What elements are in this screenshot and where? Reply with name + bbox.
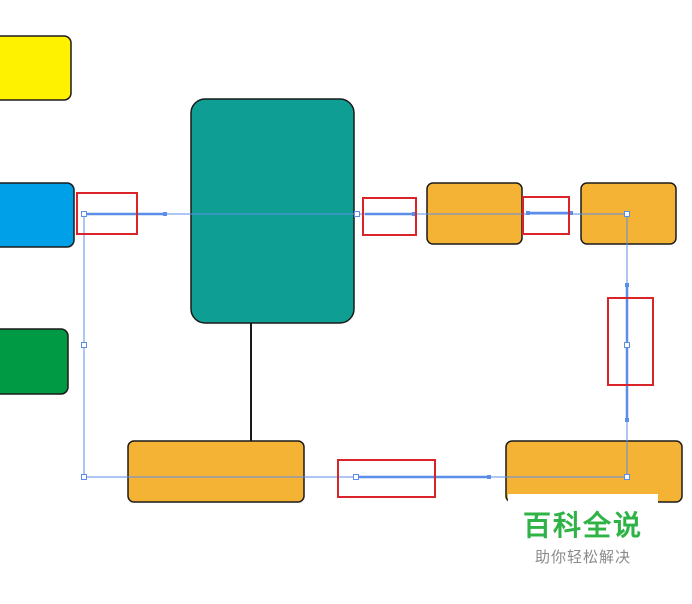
blue-box[interactable] (0, 182, 75, 248)
orange-box-bottom-right[interactable] (505, 440, 683, 503)
anchor-handle[interactable] (354, 211, 360, 217)
control-point[interactable] (487, 475, 491, 479)
anchor-handles[interactable] (81, 211, 630, 480)
control-point[interactable] (625, 283, 629, 287)
highlight-box-left (76, 192, 138, 235)
anchor-handle[interactable] (353, 474, 359, 480)
watermark-title: 百科全说 (522, 509, 643, 542)
control-points[interactable] (163, 211, 629, 479)
control-point[interactable] (569, 211, 573, 215)
control-point[interactable] (526, 211, 530, 215)
green-box[interactable] (0, 328, 69, 395)
anchor-handle[interactable] (81, 211, 87, 217)
control-point[interactable] (412, 212, 416, 216)
anchor-handle[interactable] (624, 211, 630, 217)
highlight-box-center (362, 197, 417, 236)
anchor-handle[interactable] (81, 342, 87, 348)
highlight-box-right-vertical (607, 297, 654, 386)
highlight-box-between-orange (522, 196, 570, 235)
teal-main-box[interactable] (190, 98, 355, 324)
watermark: 百科全说 助你轻松解决 (508, 494, 658, 578)
yellow-box[interactable] (0, 35, 72, 101)
anchor-handle[interactable] (81, 474, 87, 480)
control-point[interactable] (163, 212, 167, 216)
watermark-subtitle: 助你轻松解决 (534, 548, 631, 566)
anchor-handle[interactable] (624, 474, 630, 480)
anchor-handle[interactable] (624, 342, 630, 348)
orange-box-bottom-left[interactable] (127, 440, 305, 503)
selected-connector-path[interactable] (83, 211, 629, 479)
highlight-box-bottom (337, 459, 436, 498)
control-point[interactable] (625, 418, 629, 422)
